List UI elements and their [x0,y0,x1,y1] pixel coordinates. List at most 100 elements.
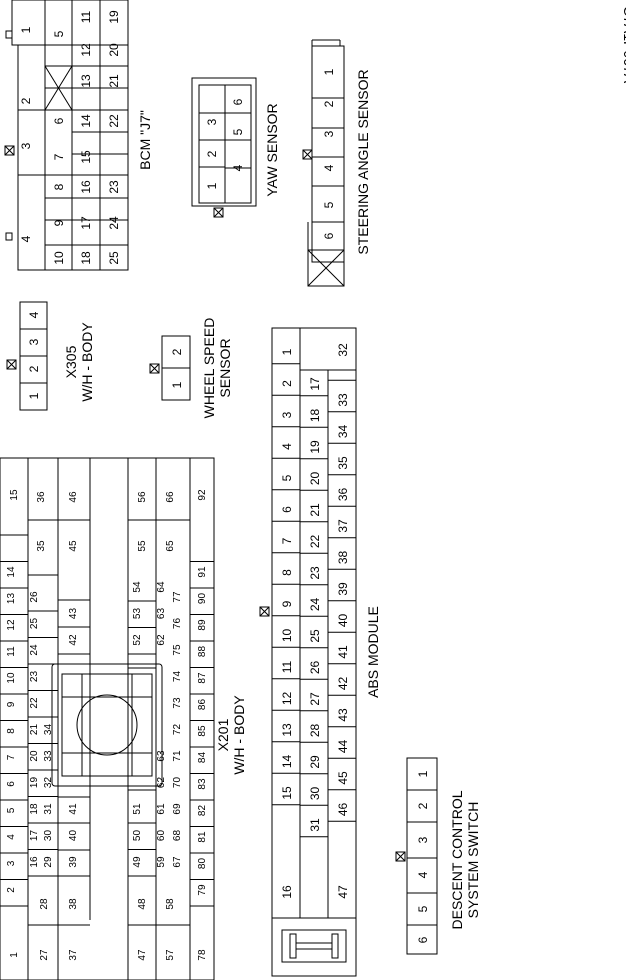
pin-x201-6: 6 [6,781,17,787]
pin-x201-29: 29 [43,856,54,868]
pin-yaw-6: 6 [231,98,245,105]
pin-x201-72: 72 [172,724,183,736]
pin-abs-29: 29 [308,755,322,769]
pin-x201-18: 18 [29,803,40,815]
x305-label-line2: W/H - BODY [79,322,95,402]
pin-x201-31: 31 [43,803,54,815]
pin-x201-1: 1 [9,952,20,958]
pin-x201-55: 55 [137,540,148,552]
pin-steering-5: 5 [322,201,336,208]
pin-x201-53: 53 [132,608,143,620]
wheel-speed-connector [149,335,191,401]
pin-x201-76: 76 [172,618,183,630]
pin-x201-52: 52 [132,634,143,646]
pin-abs-9: 9 [280,600,294,607]
pin-x201-75: 75 [172,644,183,656]
pin-x305-3: 3 [27,338,41,345]
pin-x201-64: 64 [156,581,167,593]
x201-label-line2: W/H - BODY [231,695,247,775]
x305-connector [6,301,48,411]
pin-abs-6: 6 [280,506,294,513]
pin-abs-2: 2 [280,380,294,387]
pin-abs-3: 3 [280,411,294,418]
pin-x201-92: 92 [197,489,208,501]
pin-abs-38: 38 [336,551,350,565]
pin-x201-13: 13 [6,593,17,605]
pin-wheel-speed-2: 2 [170,348,184,355]
pin-abs-31: 31 [308,818,322,832]
pin-x201-37: 37 [68,949,79,961]
descent-label-line1: DESCENT CONTROL [449,790,465,929]
pin-abs-44: 44 [336,740,350,754]
pin-x201-69: 69 [172,803,183,815]
pin-abs-4: 4 [280,443,294,450]
pin-x201-23: 23 [29,671,40,683]
pin-x201-40: 40 [68,830,79,842]
pin-abs-25: 25 [308,629,322,643]
pin-x201-50: 50 [132,830,143,842]
pin-x201-38: 38 [68,898,79,910]
pin-x201-28: 28 [39,898,50,910]
pin-x201-33: 33 [43,750,54,762]
pin-x201-57: 57 [165,949,176,961]
pin-abs-26: 26 [308,661,322,675]
pin-yaw-2: 2 [205,150,219,157]
pin-descent-2: 2 [416,802,430,809]
pin-x201-4: 4 [6,834,17,840]
pin-x201-26: 26 [29,591,40,603]
pin-abs-43: 43 [336,708,350,722]
pin-steering-4: 4 [322,164,336,171]
pin-x201-78: 78 [197,949,208,961]
pin-x201-62: 62 [156,777,167,789]
pin-bcm-17: 17 [79,216,93,230]
pin-x201-89: 89 [197,619,208,631]
pin-abs-33: 33 [336,393,350,407]
pin-abs-27: 27 [308,692,322,706]
pin-abs-7: 7 [280,537,294,544]
pin-x201-21: 21 [29,724,40,736]
pin-x201-14: 14 [6,566,17,578]
pin-x201-62: 62 [156,634,167,646]
pin-bcm-8: 8 [52,183,66,190]
pin-x201-54: 54 [132,581,143,593]
pin-x201-42: 42 [68,634,79,646]
pin-x201-45: 45 [68,540,79,552]
pin-x201-5: 5 [6,807,17,813]
pin-abs-34: 34 [336,425,350,439]
pin-abs-35: 35 [336,456,350,470]
pin-x305-1: 1 [27,392,41,399]
bcm-label: BCM "J7" [137,110,153,170]
pin-abs-21: 21 [308,503,322,517]
steering-angle-connector [302,39,345,287]
pin-x201-41: 41 [68,803,79,815]
pin-abs-28: 28 [308,724,322,738]
pin-x201-35: 35 [36,540,47,552]
pin-bcm-4: 4 [19,235,33,242]
pin-abs-37: 37 [336,519,350,533]
pin-x201-85: 85 [197,725,208,737]
pin-x201-25: 25 [29,618,40,630]
pin-bcm-23: 23 [107,180,121,194]
pin-x201-65: 65 [165,540,176,552]
pin-x201-43: 43 [68,608,79,620]
pin-abs-36: 36 [336,488,350,502]
pin-x201-90: 90 [197,593,208,605]
pin-descent-3: 3 [416,836,430,843]
pin-x201-22: 22 [29,697,40,709]
pin-descent-1: 1 [416,770,430,777]
pin-abs-18: 18 [308,409,322,423]
pin-x201-77: 77 [172,591,183,603]
pin-abs-17: 17 [308,377,322,391]
pin-bcm-6: 6 [52,117,66,124]
figure-id: C7A1P067A [621,6,626,84]
pin-x201-48: 48 [137,898,148,910]
pin-x201-80: 80 [197,858,208,870]
pin-x201-56: 56 [137,491,148,503]
x201-connector [0,457,215,980]
bcm-pins: 1 2 3 4 5 6 7 8 9 10 11 12 13 14 15 16 1… [19,10,121,265]
pin-x201-83: 83 [197,778,208,790]
pin-abs-15: 15 [280,786,294,800]
steering-angle-label: STEERING ANGLE SENSOR [355,69,371,254]
pin-x201-81: 81 [197,831,208,843]
pin-steering-3: 3 [322,130,336,137]
